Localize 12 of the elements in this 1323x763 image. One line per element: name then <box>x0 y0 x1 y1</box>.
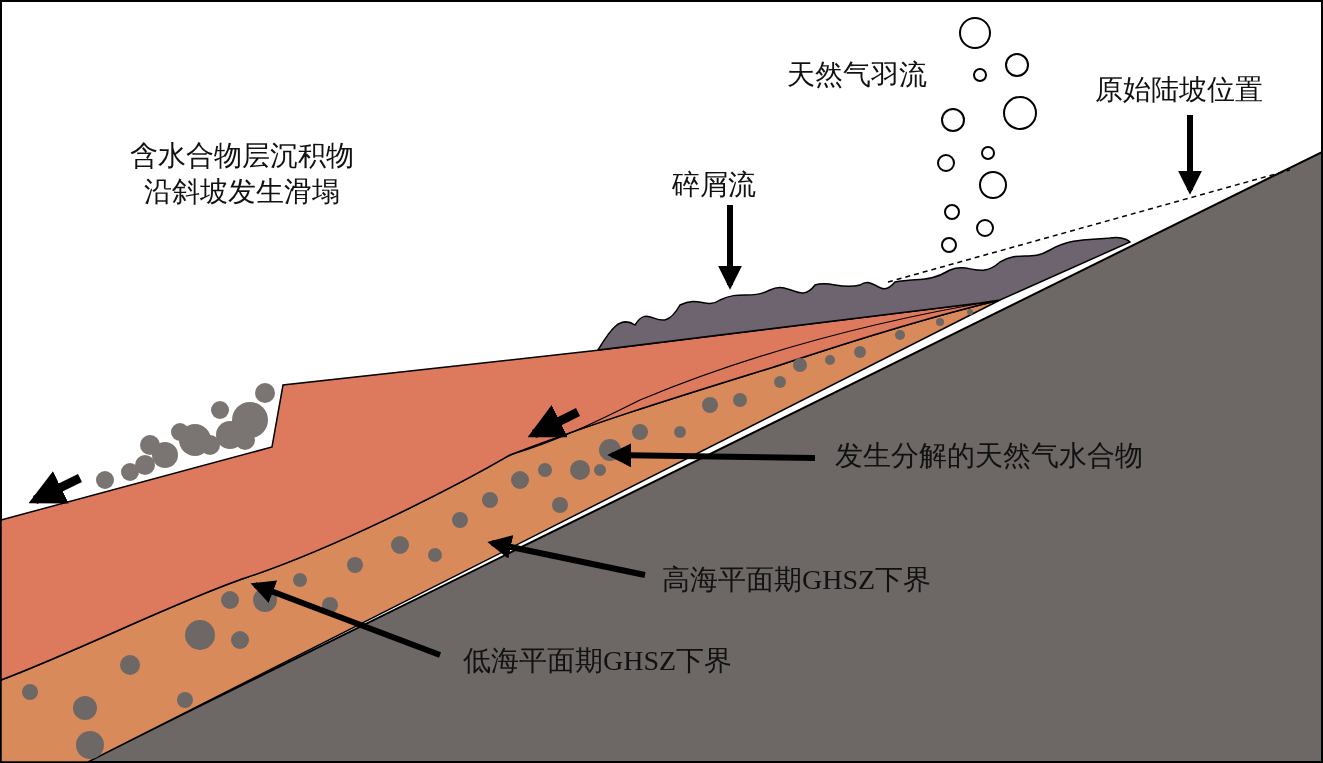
leader-arrow <box>607 443 816 468</box>
callout-label: 原始陆坡位置 <box>1095 72 1263 109</box>
plume-label: 天然气羽流 <box>787 58 927 92</box>
callout-label: 发生分解的天然气水合物 <box>835 438 1143 475</box>
callout-label: 低海平面期GHSZ下界 <box>463 643 733 680</box>
leader-arrow <box>487 535 646 578</box>
leader-arrow <box>1178 115 1202 195</box>
leader-arrow <box>718 205 742 290</box>
annotation-text: 含水合物层沉积物沿斜坡发生滑塌 <box>129 139 355 210</box>
leader-arrow <box>250 580 442 658</box>
callout-label: 碎屑流 <box>672 167 756 204</box>
callout-label: 高海平面期GHSZ下界 <box>662 562 932 599</box>
